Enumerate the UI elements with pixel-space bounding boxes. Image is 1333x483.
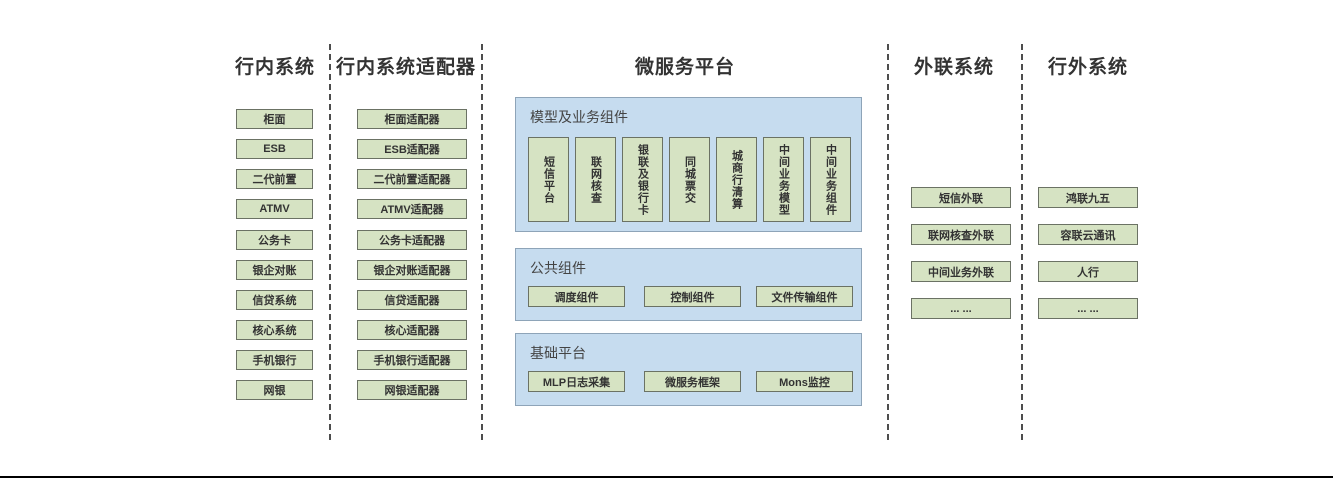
- node-model-component[interactable]: 短信平台: [528, 137, 569, 222]
- node-external-link-system[interactable]: 短信外联: [911, 187, 1011, 208]
- divider-1: [329, 44, 331, 440]
- node-offbank-system[interactable]: 容联云通讯: [1038, 224, 1138, 245]
- node-internal-system[interactable]: 银企对账: [236, 260, 313, 280]
- column-title-offbank-systems: 行外系统: [1047, 57, 1128, 78]
- node-internal-system[interactable]: 核心系统: [236, 320, 313, 340]
- column-title-external-link-systems: 外联系统: [913, 57, 994, 78]
- node-model-component-label: 银联及银行卡: [636, 143, 649, 216]
- divider-3: [887, 44, 889, 440]
- node-model-component-label: 同城票交: [683, 155, 696, 204]
- node-internal-system[interactable]: 柜面: [236, 109, 313, 129]
- node-model-component[interactable]: 银联及银行卡: [622, 137, 663, 222]
- divider-4: [1021, 44, 1023, 440]
- node-internal-system[interactable]: ESB: [236, 139, 313, 159]
- node-internal-system[interactable]: 手机银行: [236, 350, 313, 370]
- column-title-microservice-platform: 微服务平台: [634, 57, 735, 78]
- node-model-component-label: 联网核查: [589, 155, 602, 204]
- node-model-component-label: 中间业务模型: [777, 143, 790, 216]
- node-offbank-system[interactable]: ... ...: [1038, 298, 1138, 319]
- node-common-component[interactable]: 文件传输组件: [756, 286, 853, 307]
- node-internal-adapter[interactable]: 二代前置适配器: [357, 169, 467, 189]
- node-base-platform-component[interactable]: 微服务框架: [644, 371, 741, 392]
- node-model-component[interactable]: 同城票交: [669, 137, 710, 222]
- node-base-platform-component[interactable]: Mons监控: [756, 371, 853, 392]
- panel-label-base-platform: 基础平台: [530, 345, 586, 361]
- node-model-component-label: 短信平台: [542, 155, 555, 204]
- node-external-link-system[interactable]: 中间业务外联: [911, 261, 1011, 282]
- node-external-link-system[interactable]: ... ...: [911, 298, 1011, 319]
- column-title-internal-systems: 行内系统: [234, 57, 315, 78]
- node-model-component[interactable]: 中间业务组件: [810, 137, 851, 222]
- node-internal-adapter[interactable]: 网银适配器: [357, 380, 467, 400]
- node-external-link-system[interactable]: 联网核查外联: [911, 224, 1011, 245]
- panel-label-common-components: 公共组件: [530, 260, 586, 276]
- node-internal-adapter[interactable]: 柜面适配器: [357, 109, 467, 129]
- node-internal-system[interactable]: 公务卡: [236, 230, 313, 250]
- node-offbank-system[interactable]: 人行: [1038, 261, 1138, 282]
- node-internal-adapter[interactable]: 核心适配器: [357, 320, 467, 340]
- bottom-divider-rule: [0, 476, 1333, 478]
- node-model-component[interactable]: 联网核查: [575, 137, 616, 222]
- node-internal-adapter[interactable]: ESB适配器: [357, 139, 467, 159]
- panel-label-model-business-components: 模型及业务组件: [530, 109, 628, 125]
- node-model-component[interactable]: 中间业务模型: [763, 137, 804, 222]
- node-internal-adapter[interactable]: 银企对账适配器: [357, 260, 467, 280]
- node-internal-adapter[interactable]: 公务卡适配器: [357, 230, 467, 250]
- node-model-component-label: 城商行清算: [730, 149, 743, 210]
- panel-base-platform: 基础平台: [515, 333, 862, 406]
- node-internal-adapter[interactable]: 信贷适配器: [357, 290, 467, 310]
- node-internal-system[interactable]: 信贷系统: [236, 290, 313, 310]
- divider-2: [481, 44, 483, 440]
- node-common-component[interactable]: 控制组件: [644, 286, 741, 307]
- node-offbank-system[interactable]: 鸿联九五: [1038, 187, 1138, 208]
- node-internal-system[interactable]: 网银: [236, 380, 313, 400]
- panel-common-components: 公共组件: [515, 248, 862, 321]
- node-model-component-label: 中间业务组件: [824, 143, 837, 216]
- node-internal-adapter[interactable]: ATMV适配器: [357, 199, 467, 219]
- node-internal-adapter[interactable]: 手机银行适配器: [357, 350, 467, 370]
- node-common-component[interactable]: 调度组件: [528, 286, 625, 307]
- column-title-internal-adapters: 行内系统适配器: [336, 57, 477, 78]
- node-internal-system[interactable]: ATMV: [236, 199, 313, 219]
- node-base-platform-component[interactable]: MLP日志采集: [528, 371, 625, 392]
- node-internal-system[interactable]: 二代前置: [236, 169, 313, 189]
- node-model-component[interactable]: 城商行清算: [716, 137, 757, 222]
